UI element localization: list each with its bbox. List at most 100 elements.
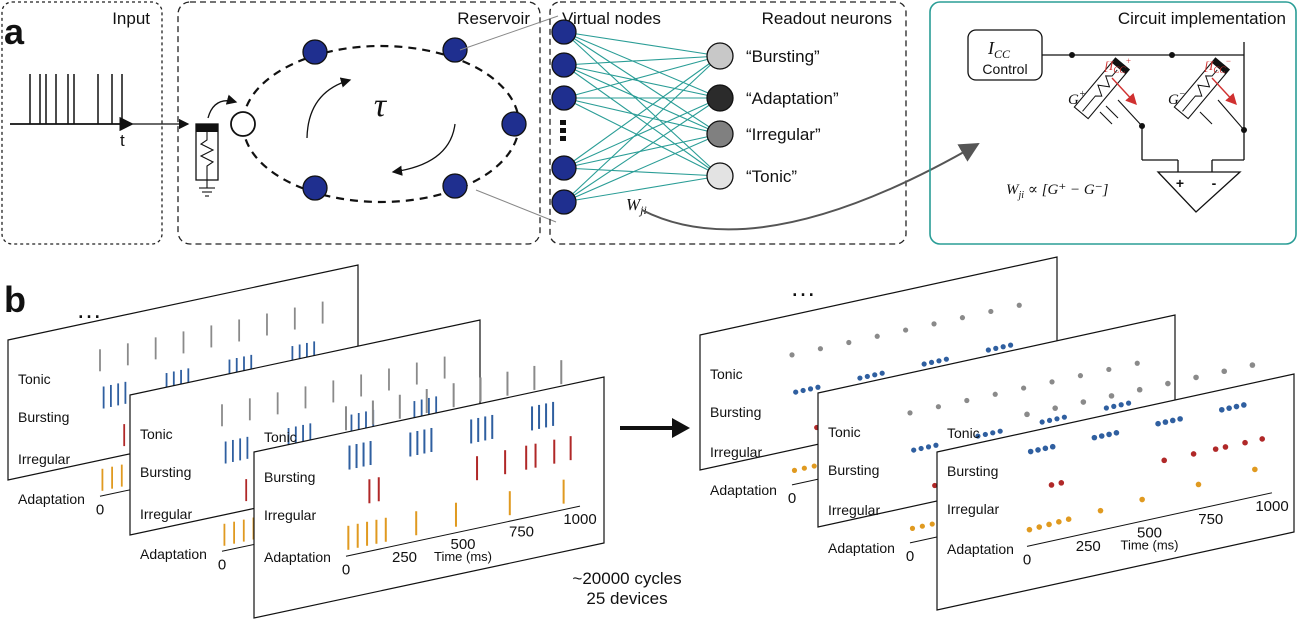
circuit-box (929, 1, 1297, 245)
weight-line (563, 167, 721, 177)
row-label-irregular: Irregular (828, 502, 880, 518)
readout-node-column: “Bursting”“Adaptation”“Irregular”“Tonic” (706, 42, 839, 190)
input-spike-train (10, 74, 134, 132)
row-label-adaptation: Adaptation (828, 540, 895, 556)
spike-dot (1027, 448, 1034, 455)
row-label-tonic: Tonic (828, 424, 861, 440)
spike-dot (1242, 439, 1248, 446)
projection-line-top (459, 15, 559, 51)
row-label-adaptation: Adaptation (140, 546, 207, 562)
readout-node (706, 120, 734, 148)
x-tick: 0 (342, 561, 350, 578)
raster-panel: TonicBurstingIrregularAdaptation02505007… (936, 362, 1295, 611)
spike-dot (1165, 380, 1171, 387)
rotation-arrow-top (306, 77, 352, 139)
x-tick: 750 (509, 524, 534, 541)
input-axis-label: t (120, 131, 125, 150)
weight-line (563, 31, 721, 135)
spike-dot (1233, 403, 1240, 410)
row-label-tonic: Tonic (710, 366, 743, 382)
reservoir-title: Reservoir (457, 9, 530, 28)
spike-dot (1241, 402, 1247, 408)
spike-dot (1036, 524, 1043, 530)
spike-dot (1108, 393, 1115, 399)
spike-dot (1139, 496, 1145, 503)
input-box (1, 1, 163, 245)
weight-line (563, 55, 721, 99)
stack-ellipsis-right: … (790, 272, 816, 302)
spike-dot (1113, 429, 1120, 436)
current-plus-label: [ICC+ (1104, 56, 1131, 75)
raster-stack-output: TonicBurstingIrregularAdaptation0TonicBu… (699, 256, 1295, 611)
readout-title: Readout neurons (762, 9, 892, 28)
readout-node (706, 84, 734, 112)
weight-equation: Wji ∝ [G⁺ − G⁻] (1006, 182, 1109, 201)
readout-label: “Bursting” (746, 47, 820, 66)
icc-label: ICC (987, 38, 1011, 61)
readout-label: “Irregular” (746, 125, 821, 144)
op-amp-plus: + (1176, 175, 1184, 191)
spike-dot (1098, 433, 1105, 439)
spike-dot (1091, 434, 1098, 441)
reservoir-node (302, 175, 328, 201)
x-axis-label: Time (ms) (1120, 538, 1178, 553)
weight-line (563, 175, 721, 203)
row-label-adaptation: Adaptation (947, 541, 1014, 557)
row-label-irregular: Irregular (947, 501, 999, 517)
x-tick: 0 (1023, 551, 1031, 568)
weight-line (563, 97, 721, 169)
virtual-node (551, 19, 577, 45)
virtual-node (551, 189, 577, 215)
spike-dot (1226, 405, 1232, 411)
spike-dot (1046, 521, 1052, 528)
x-tick: 0 (96, 501, 104, 518)
readout-label: “Tonic” (746, 167, 797, 186)
reservoir-loop (241, 44, 521, 204)
op-amp-minus: - (1212, 175, 1217, 191)
spike-dot (1190, 451, 1197, 457)
raster-stack-input: TonicBurstingIrregularAdaptation0TonicBu… (7, 264, 605, 619)
spike-dot (1161, 457, 1167, 464)
spike-dot (1218, 406, 1225, 413)
panel-b-letter: b (4, 279, 26, 320)
x-tick: 500 (450, 536, 475, 553)
weight-line (563, 31, 721, 177)
weight-line (563, 64, 721, 99)
row-label-adaptation: Adaptation (18, 491, 85, 507)
weight-line (563, 31, 721, 99)
virtual-node-ellipsis (560, 120, 566, 141)
input-title: Input (112, 9, 150, 28)
spike-dot (1136, 386, 1143, 393)
caption-devices: 25 devices (586, 589, 667, 608)
weight-line (563, 133, 721, 169)
spike-dot (1049, 443, 1056, 450)
row-label-bursting: Bursting (947, 463, 998, 479)
rotation-arrow-bottom (391, 123, 456, 176)
reservoir-node (442, 37, 468, 63)
spike-dot (1162, 419, 1169, 425)
reservoir-node (501, 111, 527, 137)
spike-dot (1155, 420, 1161, 427)
x-tick: 250 (1076, 538, 1101, 555)
reservoir-node (302, 39, 328, 65)
spike-dot (1026, 526, 1033, 533)
weight-line (563, 97, 721, 177)
virtual-node (551, 155, 577, 181)
row-label-adaptation: Adaptation (710, 482, 777, 498)
spike-dot (1097, 507, 1104, 514)
row-label-bursting: Bursting (710, 404, 761, 420)
weight-line (563, 55, 721, 66)
x-tick: 750 (1198, 511, 1223, 528)
spike-dot (1106, 431, 1112, 438)
spike-dot (1259, 436, 1265, 442)
virtual-nodes-title: Virtual nodes (562, 9, 661, 28)
g-plus-label: G+ (1068, 89, 1086, 108)
memristor-device (195, 94, 238, 197)
row-label-irregular: Irregular (140, 506, 192, 522)
spike-dot (1052, 405, 1058, 411)
weight-line (563, 97, 721, 203)
reservoir-box (177, 1, 541, 245)
spike-dot (1212, 446, 1219, 452)
row-label-bursting: Bursting (18, 409, 69, 425)
